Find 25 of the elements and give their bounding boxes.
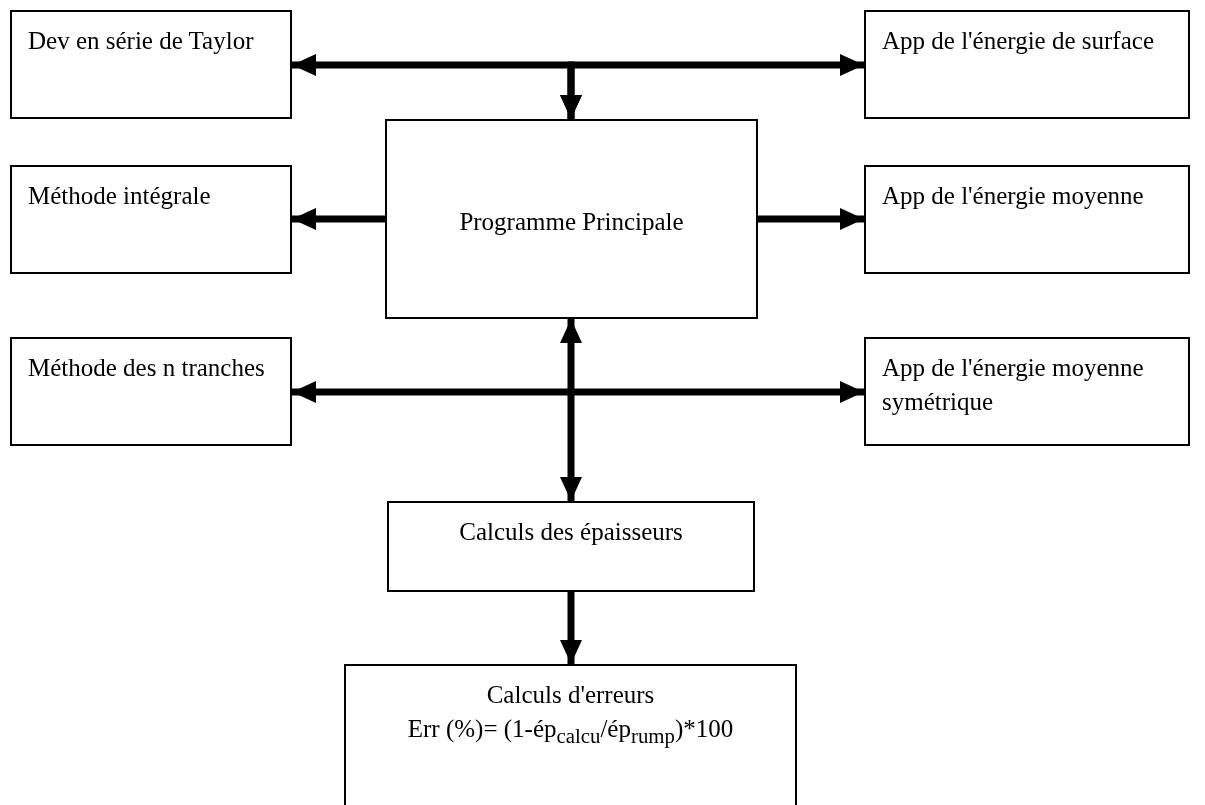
process-box [10, 165, 292, 274]
node-label: Méthode des n tranches [28, 353, 266, 383]
node-label: App de l'énergie de surface [882, 26, 1155, 56]
node-label: App de l'énergie moyenne symétrique [882, 353, 1145, 417]
node-label: Programme Principale [458, 207, 685, 237]
arrow [560, 592, 582, 664]
process-box [10, 337, 292, 446]
arrow [758, 208, 864, 230]
process-box [385, 119, 758, 319]
node-label: Dev en série de Taylor [28, 26, 255, 56]
arrow [292, 381, 864, 403]
node-label: Méthode intégrale [28, 181, 212, 211]
process-box [387, 501, 755, 592]
node-label: Calculs des épaisseurs [458, 517, 684, 547]
node-label: App de l'énergie moyenne [882, 181, 1145, 211]
process-box [864, 165, 1190, 274]
process-box [864, 10, 1190, 119]
node-label: Calculs d'erreurs [485, 680, 656, 710]
arrow [560, 319, 582, 501]
formula-text: Err (%)= (1-ép$_{calcu}$/ép$_{rump}$)*100 [406, 714, 735, 750]
arrow [292, 208, 385, 230]
process-box [864, 337, 1190, 446]
arrow [560, 54, 864, 119]
process-box [10, 10, 292, 119]
process-box [344, 664, 797, 805]
